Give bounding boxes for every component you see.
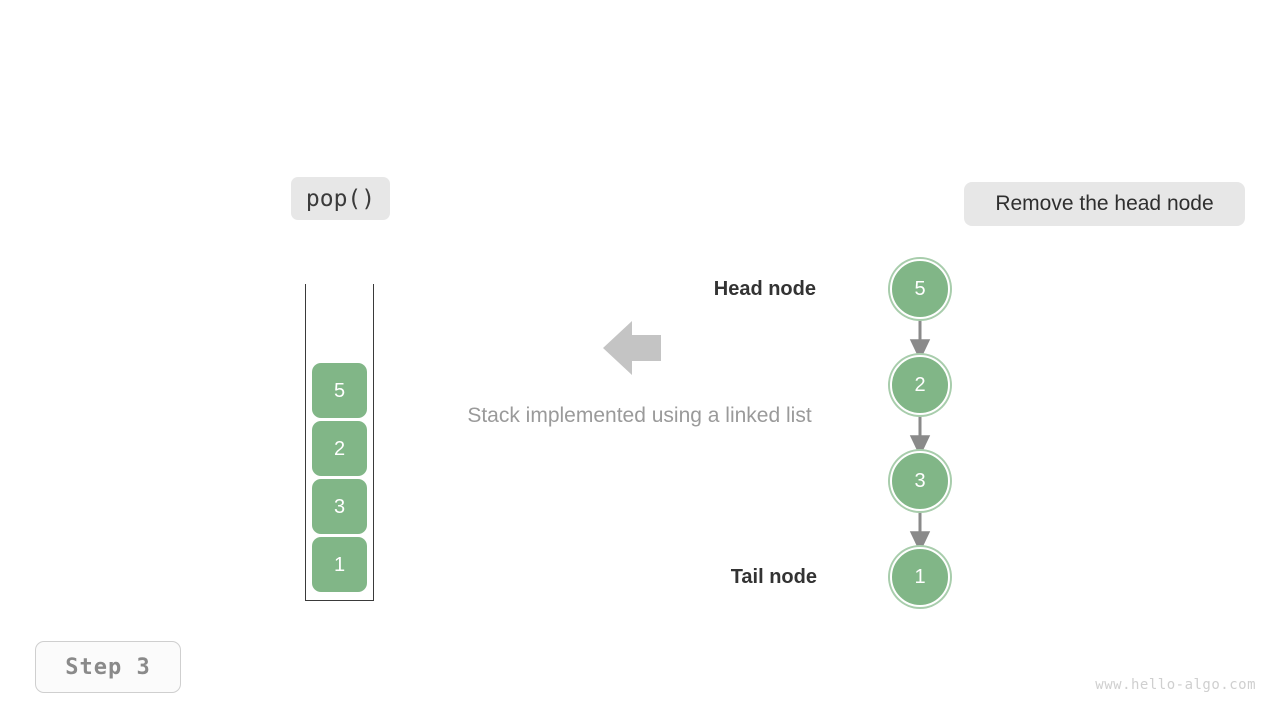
node-value: 3: [914, 470, 926, 492]
linked-list-node: 2: [890, 355, 950, 415]
operation-label: pop(): [305, 185, 376, 212]
node-value: 2: [914, 374, 926, 396]
arrow-left-icon: [601, 318, 663, 378]
step-indicator: Step 3: [35, 641, 181, 693]
node-value: 1: [914, 566, 926, 588]
stack-cell: 5: [312, 363, 367, 418]
stack-cell: 1: [312, 537, 367, 592]
stack-cell-value: 3: [333, 495, 346, 518]
stack-cell-value: 2: [333, 437, 346, 460]
caption-text: Stack implemented using a linked list: [467, 404, 812, 427]
linked-list-node-head: 5: [890, 259, 950, 319]
linked-list-node-tail: 1: [890, 547, 950, 607]
node-value: 5: [914, 278, 926, 300]
stack-cell-value: 1: [333, 553, 346, 576]
watermark: www.hello-algo.com: [1095, 677, 1256, 693]
stack-cell: 2: [312, 421, 367, 476]
stack-cell-value: 5: [333, 379, 346, 402]
head-node-label: Head node: [713, 278, 816, 300]
linked-list-node: 3: [890, 451, 950, 511]
stack-cell: 3: [312, 479, 367, 534]
step-label: Step 3: [65, 654, 151, 680]
annotation-tag: Remove the head node: [964, 182, 1245, 226]
stack-container: [305, 284, 374, 601]
annotation-label: Remove the head node: [995, 192, 1214, 215]
tail-node-label: Tail node: [730, 566, 817, 588]
operation-tag: pop(): [291, 177, 390, 220]
